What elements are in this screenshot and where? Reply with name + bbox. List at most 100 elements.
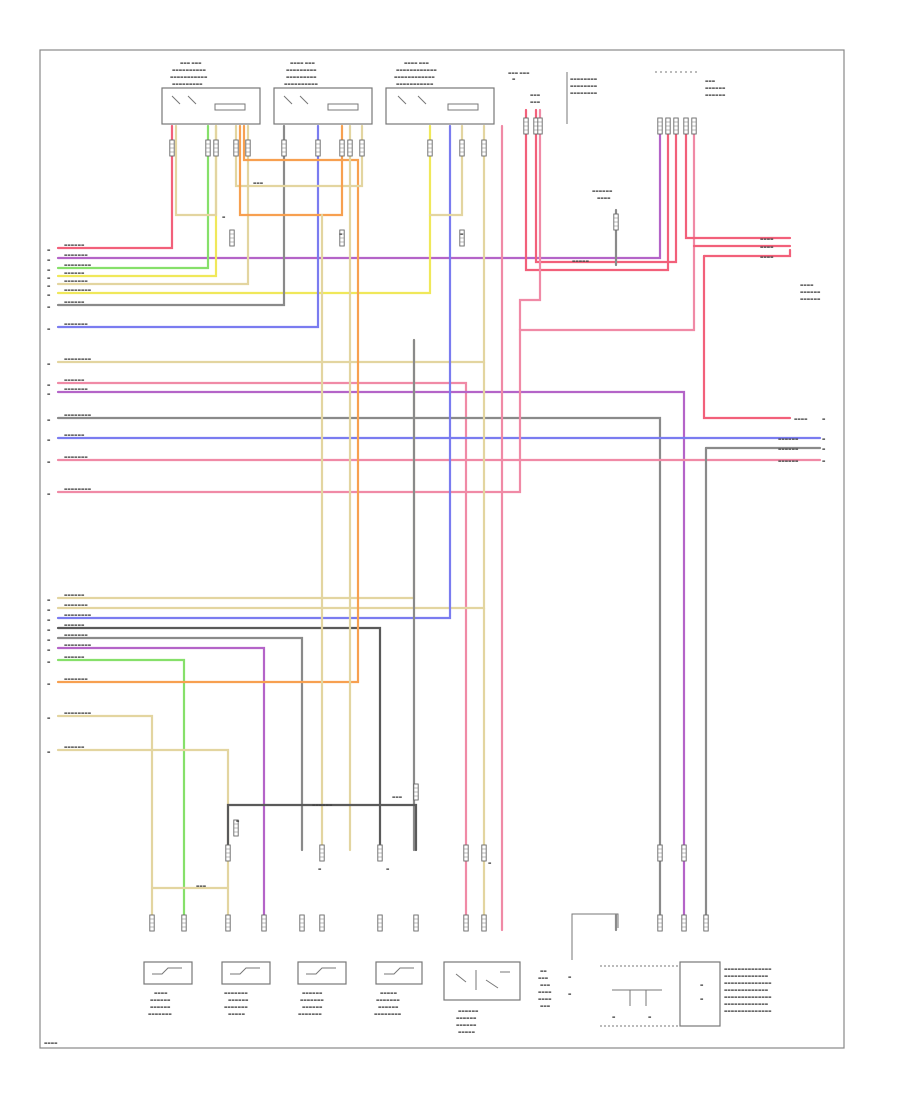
svg-text:▬▬▬▬▬▬▬▬▬▬▬▬▬: ▬▬▬▬▬▬▬▬▬▬▬▬▬ [724,988,769,992]
wire-color-code: ▬▬▬▬▬▬▬ [64,387,88,391]
svg-text:▬▬▬▬: ▬▬▬▬ [597,196,611,200]
svg-text:▬▬▬▬: ▬▬▬▬ [538,997,552,1001]
sensor-3: ▬▬▬▬▬▬ ▬▬▬▬▬▬▬ ▬▬▬▬▬▬ ▬▬▬▬▬▬▬ [297,961,347,1016]
connector-plug-icon [320,848,324,858]
top-right-labels: ▬▬▬ ▬▬▬ ▬▬▬▬▬▬▬▬ ▬▬▬▬▬▬▬▬ ▬▬▬▬▬▬▬▬ ▬▬▬ ▬… [508,71,821,301]
wire-color-code: ▬ [386,867,390,871]
pin-number: ▬ [47,327,51,331]
wire-color-code: ▬▬▬▬▬ [572,259,590,263]
wire-color-code: ▬ [512,77,516,81]
wire-violet [56,390,686,847]
wire-color-code: ▬▬▬▬▬▬▬ [64,677,88,681]
svg-text:▬▬▬▬▬▬: ▬▬▬▬▬▬ [228,998,249,1002]
wire-tan [428,124,464,217]
wire-tan [56,124,250,286]
connector-plug-icon [378,918,382,928]
pin-number: ▬ [47,492,51,496]
wire-color-code: ▬ [822,459,826,463]
wire-yellow [56,124,432,295]
connector-plug-icon [534,121,538,131]
wire-color-code: ▬▬▬▬▬▬ [64,593,85,597]
wire-color-code: ▬▬▬▬▬▬▬▬ [64,711,92,715]
connector-plug-icon [684,121,688,131]
svg-text:▬▬▬▬▬▬▬▬▬▬▬▬▬▬: ▬▬▬▬▬▬▬▬▬▬▬▬▬▬ [724,967,772,971]
wire-color-code: ▬ [822,447,826,451]
connector-plug-icon [428,143,432,153]
pin-number: ▬ [47,248,51,252]
connector-plug-icon [464,918,468,928]
wire-color-code: ▬ [488,861,492,865]
wire-orange [238,124,344,217]
svg-text:▬▬▬▬▬▬: ▬▬▬▬▬▬ [800,297,821,301]
pin-number: ▬ [47,682,51,686]
wire-color-code: ▬▬▬▬▬▬ [64,433,85,437]
svg-text:▬▬▬▬▬▬: ▬▬▬▬▬▬ [302,1005,323,1009]
pin-number: ▬ [47,392,51,396]
svg-text:▬▬▬ ▬▬▬: ▬▬▬ ▬▬▬ [180,61,202,65]
wire-blue [56,124,452,620]
connector-plug-icon [378,848,382,858]
wire-color-code: ▬ [822,437,826,441]
wire-color-code: ▬▬▬▬▬▬ [778,447,799,451]
connector-plug-icon [682,918,686,928]
pin-number: ▬ [47,460,51,464]
wire-red [534,108,678,264]
wire-color-code: ▬ [822,417,826,421]
svg-text:▬▬▬▬▬▬: ▬▬▬▬▬▬ [705,86,726,90]
svg-text:▬▬▬▬▬▬▬: ▬▬▬▬▬▬▬ [376,998,400,1002]
pin-number: ▬ [47,716,51,720]
svg-text:▬▬▬▬▬▬▬▬▬▬▬▬▬: ▬▬▬▬▬▬▬▬▬▬▬▬▬ [724,1002,769,1006]
connector-plug-icon [692,121,696,131]
svg-text:▬: ▬ [568,975,572,979]
svg-text:▬▬▬: ▬▬▬ [538,976,549,980]
connector-plug-icon [464,848,468,858]
connector-plug-icon [674,121,678,131]
pin-number: ▬ [47,608,51,612]
connector-plug-icon [316,143,320,153]
wire-color-code: ▬▬▬▬▬▬▬ [64,455,88,459]
wire-color-code: ▬▬▬▬▬▬ [64,378,85,382]
connector-plug-icon [658,121,662,131]
svg-text:▬▬▬▬▬▬▬▬: ▬▬▬▬▬▬▬▬ [570,91,598,95]
wire-color-code: ▬▬▬▬▬▬▬ [64,322,88,326]
svg-text:▬▬▬▬▬▬▬▬▬▬▬▬▬▬: ▬▬▬▬▬▬▬▬▬▬▬▬▬▬ [724,995,772,999]
wire-dark [56,626,382,852]
svg-text:▬▬▬▬▬: ▬▬▬▬▬ [380,991,398,995]
connector-plug-icon [234,823,238,833]
wire-color-code: ▬▬▬ [530,93,541,97]
connector-plug-icon [150,918,154,928]
svg-text:▬: ▬ [612,1015,616,1019]
diagram-frame [39,49,845,1049]
svg-text:▬▬▬▬▬▬: ▬▬▬▬▬▬ [592,189,613,193]
connector-plug-icon [206,143,210,153]
wire-color-code: ▬▬▬▬ [760,245,774,249]
svg-text:▬▬▬▬▬▬▬: ▬▬▬▬▬▬▬ [224,1005,248,1009]
connector-plug-icon [262,918,266,928]
pin-number: ▬ [47,628,51,632]
wire-color-code: ▬▬▬▬▬▬▬▬ [64,613,92,617]
svg-text:▬▬▬▬: ▬▬▬▬ [154,991,168,995]
connector-plug-icon [182,918,186,928]
wire-red [56,124,174,250]
svg-text:▬▬▬▬▬▬▬▬▬▬▬▬: ▬▬▬▬▬▬▬▬▬▬▬▬ [394,75,435,79]
svg-text:▬: ▬ [648,1015,652,1019]
wire-red [524,108,670,272]
svg-text:▬▬▬: ▬▬▬ [540,983,551,987]
wire-green [56,124,210,270]
svg-text:▬▬▬: ▬▬▬ [540,1004,551,1008]
pin-number: ▬ [47,750,51,754]
connector-plug-icon [704,918,708,928]
pin-number: ▬ [47,648,51,652]
pin-number: ▬ [47,383,51,387]
svg-text:▬▬▬▬▬▬▬▬: ▬▬▬▬▬▬▬▬ [570,77,598,81]
diagram-footer-mark: ▬▬▬▬ [44,1041,58,1045]
connector-plug-icon [460,233,464,243]
wire-color-code: ▬▬▬▬▬▬▬▬ [64,288,92,292]
connector-plug-icon [320,918,324,928]
svg-text:▬▬▬▬▬▬: ▬▬▬▬▬▬ [302,991,323,995]
svg-text:▬▬▬▬▬▬▬▬▬: ▬▬▬▬▬▬▬▬▬ [172,82,203,86]
svg-text:▬▬▬: ▬▬▬ [705,79,716,83]
svg-text:▬: ▬ [700,983,704,987]
wire-color-code: ▬▬▬▬ [760,237,774,241]
svg-text:▬▬▬▬▬▬▬▬▬▬▬: ▬▬▬▬▬▬▬▬▬▬▬ [170,75,208,79]
